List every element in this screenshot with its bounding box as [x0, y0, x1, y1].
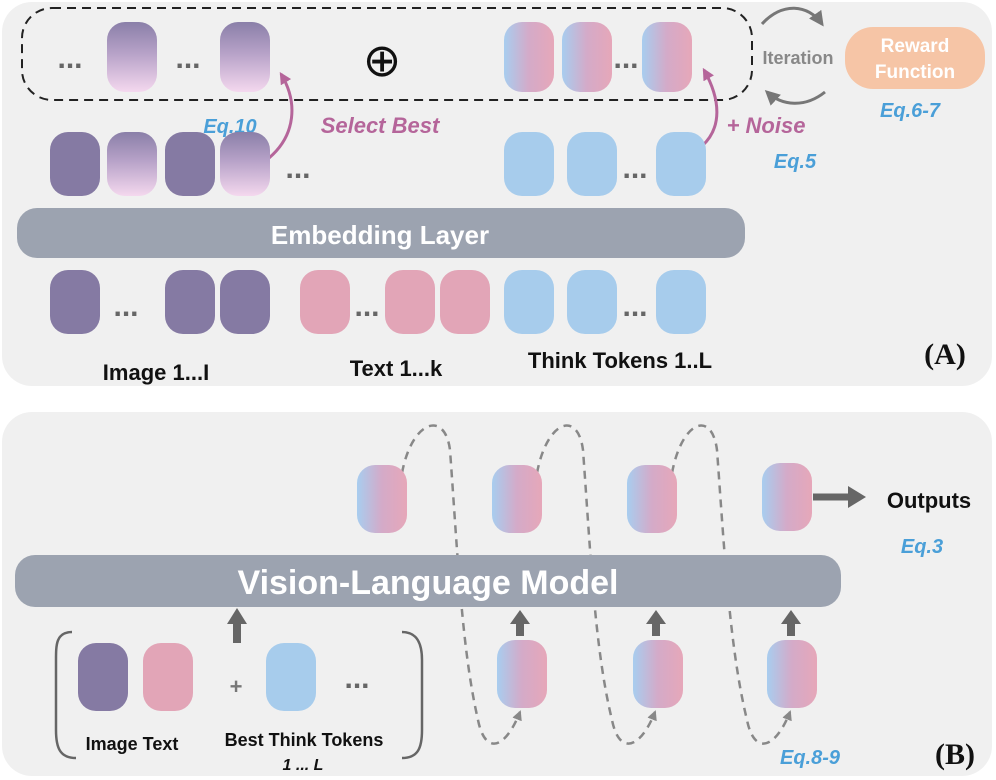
- text-tokens-caption: Text 1...k: [350, 356, 443, 381]
- think-tokens-caption: Think Tokens 1..L: [528, 348, 712, 373]
- noisy-think-token: [504, 22, 554, 92]
- input-bracket-right: [401, 630, 424, 760]
- ellipsis-embed-2: ...: [622, 152, 647, 185]
- output-token: [357, 465, 407, 533]
- outputs-arrow-head: [848, 486, 866, 508]
- candidate-dashed-box: [21, 7, 753, 101]
- image-embedding-token: [107, 132, 157, 196]
- ellipsis-input-3: ...: [622, 290, 647, 323]
- image-input-token: [50, 270, 100, 334]
- embedding-layer-bar: [17, 208, 745, 258]
- image-input-token: [220, 270, 270, 334]
- image-text-caption: Image Text: [86, 734, 179, 754]
- ellipsis-top-1: ...: [57, 42, 82, 75]
- input-bracket-left: [54, 630, 77, 760]
- concat-oplus-icon: ⊕: [363, 33, 402, 87]
- best-think-range: 1 ... L: [283, 757, 324, 774]
- best-think-token: [266, 643, 316, 711]
- text-input-token: [300, 270, 350, 334]
- image-tokens-caption: Image 1...I: [103, 360, 209, 385]
- image-input-token: [165, 270, 215, 334]
- eq-noise: Eq.5: [774, 151, 817, 173]
- think-embedding-token: [656, 132, 706, 196]
- noisy-think-token: [562, 22, 612, 92]
- iteration-label: Iteration: [762, 48, 833, 68]
- reward-function-label: Function: [875, 62, 955, 83]
- iteration-arrow-bottom: [764, 89, 826, 106]
- input-up-arrows: [227, 608, 801, 643]
- outputs-label: Outputs: [887, 488, 971, 513]
- ellipsis-embed-1: ...: [285, 152, 310, 185]
- ellipsis-top-3: ...: [613, 42, 638, 75]
- select-best-arrow: [268, 71, 294, 160]
- ellipsis-input-1: ...: [113, 290, 138, 323]
- eq-reward: Eq.6-7: [880, 100, 941, 122]
- output-token: [627, 465, 677, 533]
- iteration-arrow-top: [760, 6, 824, 27]
- select-best-label: Select Best: [321, 113, 441, 138]
- reward-function-box: [845, 27, 985, 89]
- eq-outputs: Eq.3: [901, 536, 943, 558]
- noise-label: + Noise: [727, 113, 806, 138]
- noise-arrow: [700, 67, 719, 148]
- panel-a-tag: (A): [924, 338, 966, 371]
- think-input-token: [567, 270, 617, 334]
- image-input-token: [78, 643, 128, 711]
- selected-image-token: [220, 22, 270, 92]
- panel-b-tag: (B): [935, 738, 975, 771]
- noisy-think-token: [642, 22, 692, 92]
- panel-b: Outputs Eq.3 Vision-Language Model + ...…: [2, 412, 992, 776]
- eq-loop: Eq.8-9: [780, 747, 841, 769]
- vlm-label: Vision-Language Model: [238, 564, 619, 602]
- ellipsis-input-2: ...: [354, 290, 379, 323]
- recurrent-input-token: [767, 640, 817, 708]
- selected-image-token: [107, 22, 157, 92]
- ellipsis-top-2: ...: [175, 42, 200, 75]
- think-embedding-token: [504, 132, 554, 196]
- think-input-token: [504, 270, 554, 334]
- recurrent-input-token: [633, 640, 683, 708]
- panel-a: ... ... ⊕ ... Iteration Reward Function …: [2, 2, 992, 386]
- image-embedding-token: [165, 132, 215, 196]
- output-token: [762, 463, 812, 531]
- ellipsis-b-input: ...: [344, 662, 369, 695]
- text-input-token: [143, 643, 193, 711]
- recurrent-input-token: [497, 640, 547, 708]
- best-think-caption: Best Think Tokens: [225, 730, 384, 750]
- embedding-layer-label: Embedding Layer: [271, 220, 489, 250]
- output-token: [492, 465, 542, 533]
- think-input-token: [656, 270, 706, 334]
- think-embedding-token: [567, 132, 617, 196]
- reward-function-label: Reward: [881, 36, 950, 57]
- image-embedding-token: [220, 132, 270, 196]
- vlm-bar: [15, 555, 841, 607]
- plus-sign: +: [230, 674, 243, 699]
- image-embedding-token: [50, 132, 100, 196]
- text-input-token: [440, 270, 490, 334]
- text-input-token: [385, 270, 435, 334]
